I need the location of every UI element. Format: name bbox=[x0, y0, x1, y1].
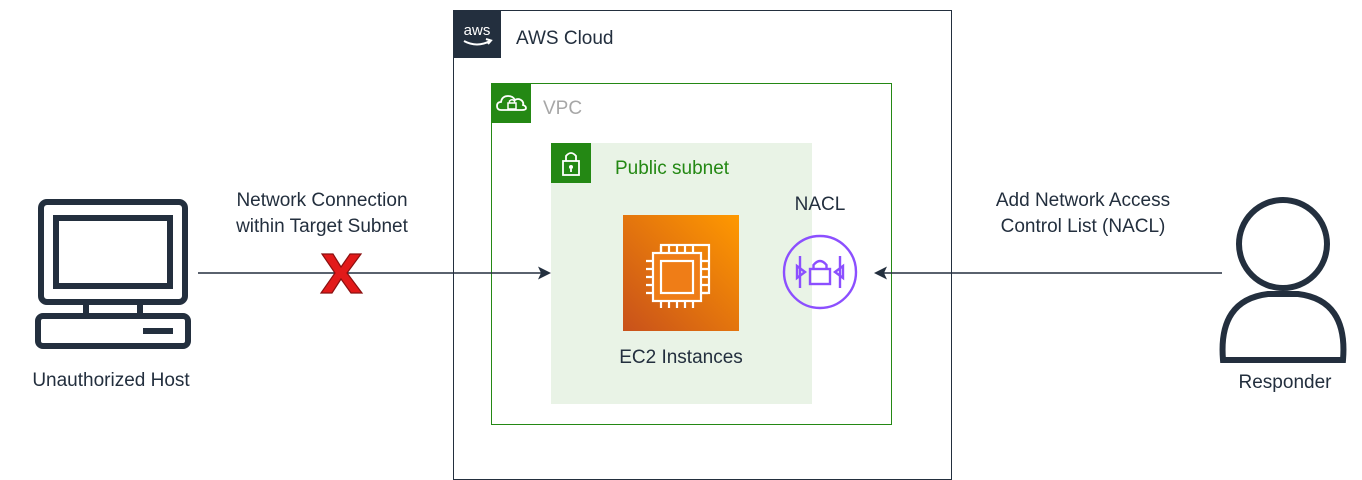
public-subnet-label: Public subnet bbox=[615, 158, 730, 179]
right-connection-line2: Control List (NACL) bbox=[1000, 216, 1166, 237]
left-connection-line1: Network Connection bbox=[236, 190, 408, 211]
right-connection-label: Add Network Access Control List (NACL) bbox=[948, 188, 1218, 240]
right-connection-arrow bbox=[874, 266, 1222, 280]
ec2-label: EC2 Instances bbox=[619, 347, 743, 368]
vpc-cloud-lock-icon bbox=[491, 83, 531, 123]
computer-icon bbox=[28, 190, 198, 360]
red-x-icon bbox=[319, 253, 364, 294]
aws-logo-text: aws bbox=[464, 22, 491, 39]
user-icon bbox=[1208, 188, 1358, 373]
vpc-group bbox=[491, 83, 892, 425]
nacl-label: NACL bbox=[794, 194, 846, 215]
responder-label: Responder bbox=[1238, 372, 1332, 393]
vpc-label: VPC bbox=[543, 98, 583, 119]
subnet-lock-icon bbox=[551, 143, 591, 183]
unauthorized-host-label: Unauthorized Host bbox=[32, 370, 190, 391]
aws-logo-icon: aws bbox=[453, 10, 501, 58]
ec2-chip-icon bbox=[623, 215, 739, 331]
right-connection-line1: Add Network Access bbox=[995, 190, 1171, 211]
left-connection-arrow bbox=[198, 266, 551, 280]
left-connection-line2: within Target Subnet bbox=[236, 216, 408, 237]
nacl-icon bbox=[775, 232, 865, 322]
left-connection-label: Network Connection within Target Subnet bbox=[196, 188, 448, 240]
connectors-layer bbox=[198, 253, 1222, 294]
aws-cloud-label: AWS Cloud bbox=[516, 28, 614, 49]
